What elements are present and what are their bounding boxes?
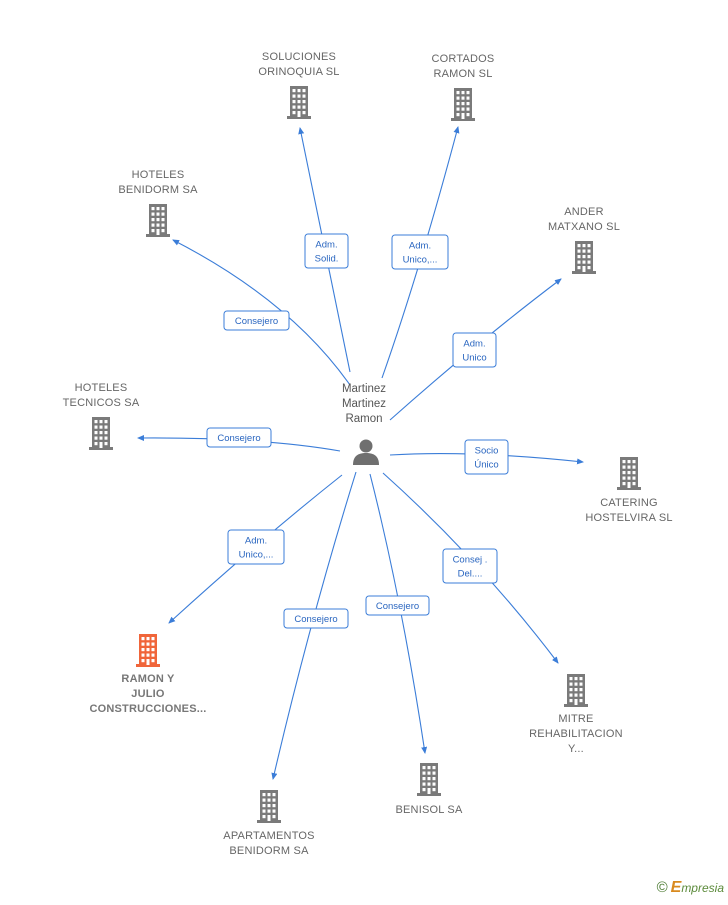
edge-role-label[interactable]: Adm. Unico,...: [227, 529, 285, 565]
company-name-line: JULIO: [131, 688, 165, 700]
edge-line: [172, 239, 351, 386]
company-name-line: MATXANO SL: [548, 221, 620, 233]
person-icon: [353, 439, 379, 465]
edge-role-text: Adm.: [245, 536, 267, 547]
person-name-line-3: Ramon: [345, 413, 382, 425]
edge-role-text: Consejero: [235, 316, 278, 327]
company-node-ramon-y-julio[interactable]: RAMON Y JULIO CONSTRUCCIONES...: [89, 634, 206, 715]
edge-role-text: Adm.: [409, 241, 431, 252]
edge-role-text: Solid.: [315, 254, 339, 265]
company-name-line: BENIDORM SA: [229, 845, 309, 857]
edge-role-text: Unico: [462, 353, 486, 364]
person-name-line-2: Martinez: [342, 398, 386, 410]
edge-role-text: Consejero: [376, 601, 419, 612]
company-name-line: CATERING: [600, 497, 658, 509]
company-node-hoteles-benidorm[interactable]: HOTELES BENIDORM SA: [118, 169, 198, 237]
edge-role-label[interactable]: Consej . Del....: [442, 548, 498, 584]
company-name-line: HOTELES: [132, 169, 185, 181]
building-icon: [89, 417, 113, 450]
company-name-line: BENISOL SA: [395, 804, 462, 816]
empresia-logo: ©Empresia: [657, 879, 724, 897]
company-node-apartamentos-benidorm[interactable]: APARTAMENTOS BENIDORM SA: [223, 790, 315, 857]
edge-role-label[interactable]: Consejero: [283, 608, 349, 629]
edge-ramon-y-julio: Adm. Unico,...: [168, 474, 343, 624]
company-name-line: ORINOQUIA SL: [258, 66, 339, 78]
edge-role-label[interactable]: Adm. Unico,...: [391, 234, 449, 270]
edge-role-text: Adm.: [315, 240, 337, 251]
company-name-line: ANDER: [564, 206, 604, 218]
building-icon: [257, 790, 281, 823]
company-name-line: SOLUCIONES: [262, 51, 336, 63]
edge-role-text: Unico,...: [403, 255, 438, 266]
edge-role-label[interactable]: Consejero: [365, 595, 430, 616]
brand-name: mpresia: [681, 881, 724, 895]
company-name-line: RAMON Y: [121, 673, 175, 685]
edge-ander-matxano: Adm. Unico: [389, 278, 562, 421]
company-name-line: RAMON SL: [433, 68, 492, 80]
edge-cortados-ramon: Adm. Unico,...: [381, 126, 460, 379]
company-name-line: Y...: [568, 743, 584, 755]
edge-benisol: Consejero: [365, 473, 430, 754]
company-node-benisol[interactable]: BENISOL SA: [395, 763, 463, 816]
company-node-soluciones-orinoquia[interactable]: SOLUCIONES ORINOQUIA SL: [258, 51, 339, 119]
edge-role-text: Único: [474, 460, 498, 471]
edge-role-label[interactable]: Consejero: [206, 427, 272, 448]
company-name-line: APARTAMENTOS: [223, 830, 314, 842]
company-name-line: HOTELES: [75, 382, 128, 394]
edge-hoteles-tecnicos: Consejero: [137, 427, 341, 452]
company-node-cortados-ramon[interactable]: CORTADOS RAMON SL: [432, 53, 495, 121]
company-name-line: CONSTRUCCIONES...: [89, 703, 206, 715]
company-node-hoteles-tecnicos[interactable]: HOTELES TECNICOS SA: [63, 382, 140, 450]
nodes-layer: SOLUCIONES ORINOQUIA SL CORTADOS RAMON SL HO…: [63, 51, 673, 857]
edge-apartamentos-benidorm: Consejero: [271, 471, 357, 780]
edge-role-text: Adm.: [463, 339, 485, 350]
company-name-line: TECNICOS SA: [63, 397, 140, 409]
building-icon: [417, 763, 441, 796]
building-icon: [617, 457, 641, 490]
company-node-mitre-rehabilitacion[interactable]: MITRE REHABILITACION Y...: [529, 674, 623, 755]
edge-mitre-rehabilitacion: Consej . Del....: [382, 472, 559, 664]
brand-initial: E: [670, 879, 682, 896]
building-icon: [146, 204, 170, 237]
building-icon: [572, 241, 596, 274]
building-icon: [451, 88, 475, 121]
company-name-line: REHABILITACION: [529, 728, 623, 740]
edge-role-text: Consejero: [217, 433, 260, 444]
copyright-icon: ©: [656, 879, 668, 896]
edge-hoteles-benidorm: Consejero: [172, 239, 351, 386]
company-node-catering-hostelvira[interactable]: CATERING HOSTELVIRA SL: [585, 457, 672, 524]
edge-role-text: Consejero: [294, 614, 337, 625]
person-node[interactable]: Martinez Martinez Ramon: [342, 383, 386, 465]
edge-role-text: Consej .: [453, 555, 488, 566]
building-icon: [287, 86, 311, 119]
edge-role-label[interactable]: Adm. Unico: [452, 332, 497, 368]
building-icon: [136, 634, 160, 667]
edge-line: [298, 127, 351, 373]
edges-layer: Adm.Solid.Adm.Unico,...ConsejeroAdm.Unic…: [137, 126, 584, 780]
edge-role-text: Del....: [458, 569, 483, 580]
edge-role-label[interactable]: Adm. Solid.: [304, 233, 349, 269]
edge-soluciones-orinoquia: Adm. Solid.: [298, 127, 351, 373]
company-name-line: CORTADOS: [432, 53, 495, 65]
company-name-line: MITRE: [558, 713, 593, 725]
company-node-ander-matxano[interactable]: ANDER MATXANO SL: [548, 206, 620, 274]
building-icon: [564, 674, 588, 707]
edge-role-label[interactable]: Consejero: [223, 310, 290, 331]
edge-role-text: Socio: [475, 446, 499, 457]
company-name-line: BENIDORM SA: [118, 184, 198, 196]
company-name-line: HOSTELVIRA SL: [585, 512, 672, 524]
edge-role-text: Unico,...: [239, 550, 274, 561]
person-name-line-1: Martinez: [342, 383, 386, 395]
